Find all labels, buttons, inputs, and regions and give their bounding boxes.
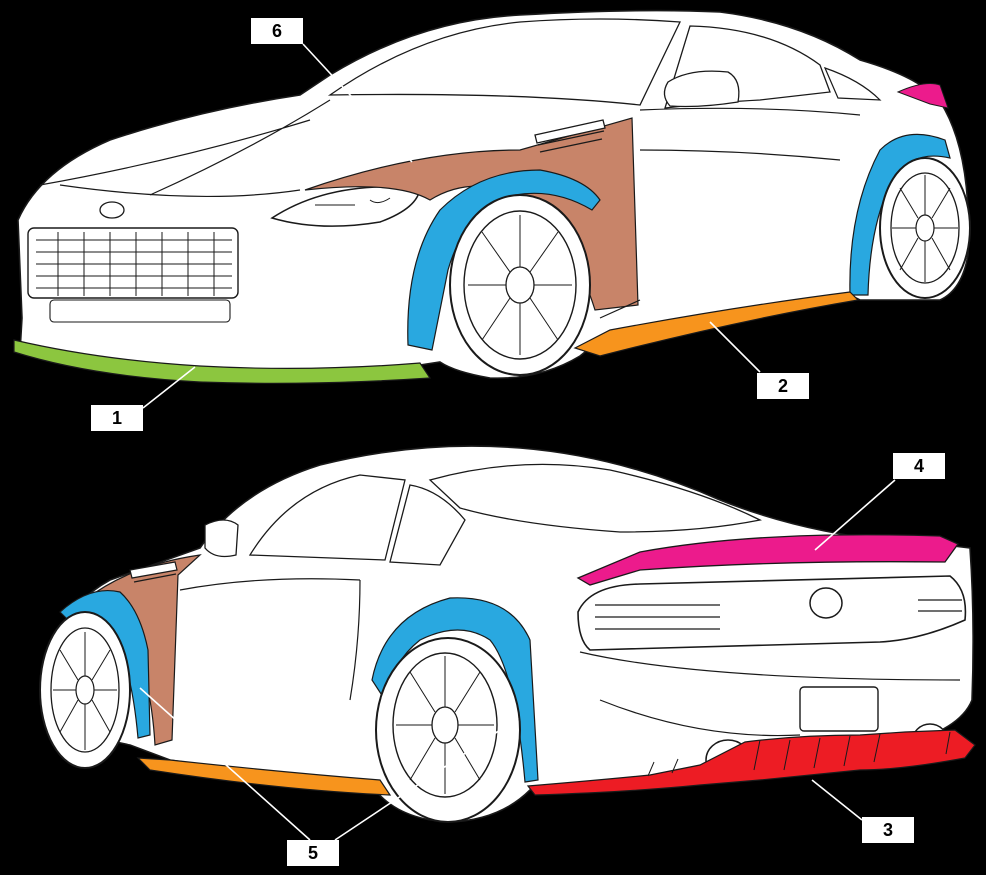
rear-taillight-bar (577, 575, 967, 651)
callout-6-front-fender: 6 (251, 18, 303, 44)
front-lower-intake (49, 299, 231, 323)
callout-1-front-lip: 1 (91, 405, 143, 431)
rear-view-leaders (139, 479, 896, 841)
front-door-line (599, 107, 861, 319)
rear-mirror (204, 519, 239, 558)
front-left-wheel (449, 194, 591, 376)
rear-quarter-window (389, 484, 466, 566)
rear-wing-part (576, 534, 959, 586)
front-hood-line (39, 99, 331, 198)
front-left-flare (407, 169, 601, 351)
front-view-leaders (142, 43, 761, 409)
front-windshield (327, 18, 681, 106)
front-mirror (663, 70, 740, 108)
rear-window (428, 463, 762, 533)
side-skirt-front-view (573, 291, 860, 357)
rear-license-plate (799, 686, 879, 732)
side-skirt-rear-view (136, 757, 392, 796)
front-badge (99, 201, 125, 219)
front-lip-part (13, 339, 432, 384)
callout-2-side-skirt: 2 (757, 373, 809, 399)
front-quarter-window (823, 66, 882, 101)
front-view-car (13, 9, 971, 384)
front-view-wing-tip (896, 83, 949, 109)
rear-diffuser-fins (647, 731, 951, 777)
front-headlight (270, 185, 421, 227)
rear-side-window (248, 474, 406, 561)
rear-view-car (39, 445, 976, 823)
rear-view-fender-vent (129, 561, 178, 583)
callout-3-rear-diffuser: 3 (862, 817, 914, 843)
rear-badge (809, 587, 843, 619)
rear-taillight-lines (595, 599, 962, 630)
callout-4-rear-wing: 4 (893, 453, 945, 479)
front-rear-wheel (879, 157, 971, 299)
rear-view-rear-wheel (375, 637, 521, 823)
rear-view-front-wheel (39, 611, 131, 769)
front-fender-vent (534, 119, 606, 153)
front-grille-slats (36, 232, 232, 296)
front-grille (27, 227, 239, 299)
callout-5-fender-flares: 5 (287, 840, 339, 866)
rear-body-lines (179, 578, 961, 737)
front-rear-flare (849, 133, 951, 296)
rear-diffuser-part (526, 729, 976, 796)
